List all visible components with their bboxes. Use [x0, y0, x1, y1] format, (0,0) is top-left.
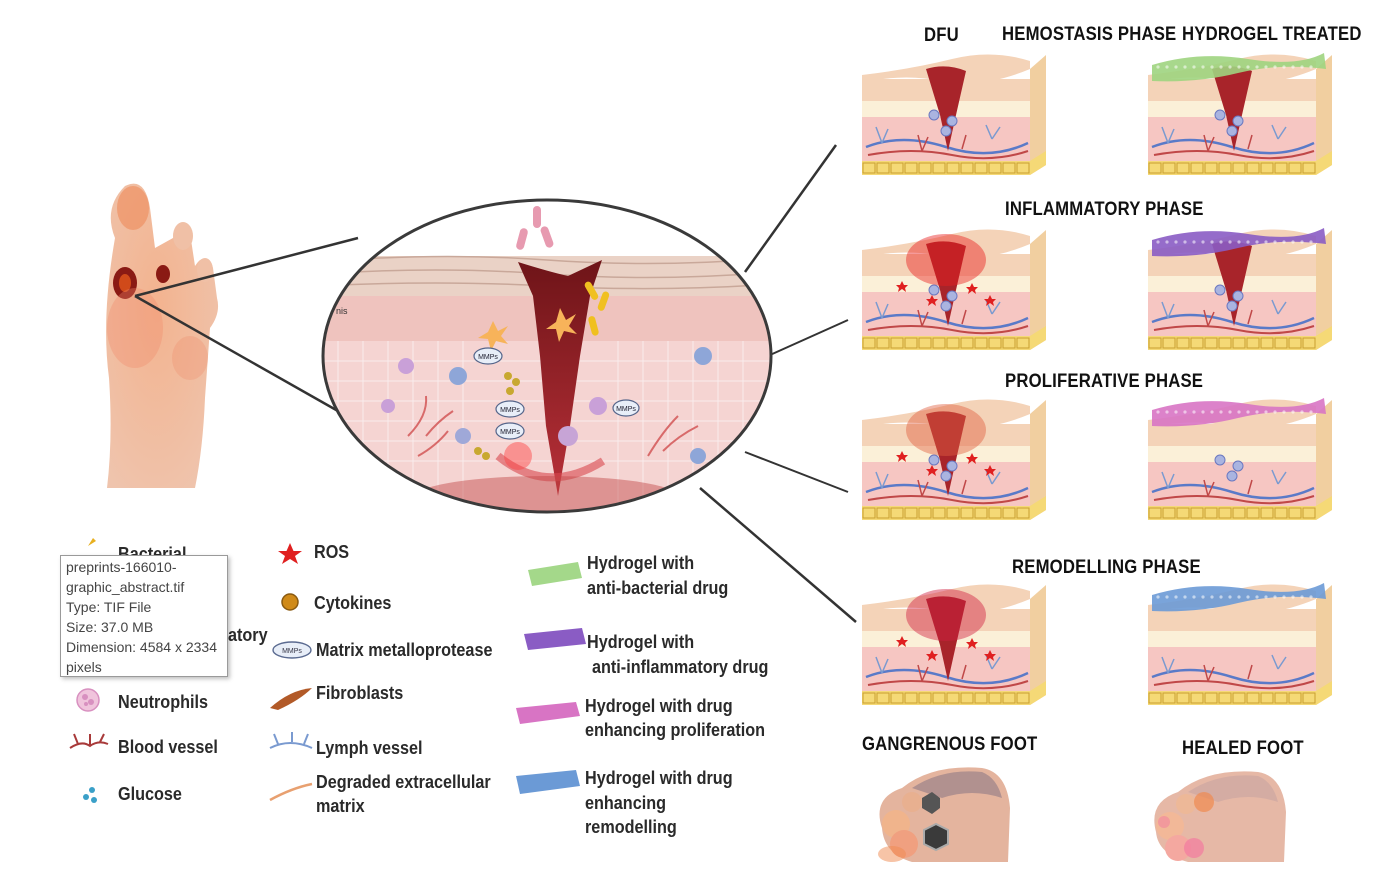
- magnified-wound-circle: MMPs MMPs MMPs MMPs nis: [321, 198, 773, 514]
- legend-hg-prolif-1: Hydrogel with drug: [585, 696, 733, 716]
- legend-ros: ROS: [314, 542, 350, 562]
- legend-hg-remod-3: remodelling: [585, 817, 677, 837]
- skin-block-proliferative-treated: [1148, 398, 1332, 520]
- svg-text:MMPs: MMPs: [616, 406, 636, 413]
- wound-cleft: [518, 260, 602, 496]
- bacteria-cluster: [516, 206, 610, 336]
- degraded-ecm-icon: [269, 782, 313, 802]
- tooltip-line-5: Dimension: 4584 x 2334: [66, 639, 217, 655]
- svg-text:MMPs: MMPs: [478, 354, 498, 361]
- mmp-badges-circle: MMPs MMPs MMPs MMPs: [473, 347, 640, 440]
- legend-inflammatory-partial: atory: [228, 625, 268, 645]
- ros-star-icon: [278, 543, 302, 564]
- blood-vessel-icon: [69, 733, 109, 749]
- healed-spot-2: [1184, 838, 1204, 858]
- legend-mmp: Matrix metalloprotease: [316, 640, 493, 660]
- hydrogel-remodelling-icon: [516, 770, 580, 794]
- bacterial-icon: [88, 538, 96, 546]
- cytokine-icon: [281, 593, 299, 611]
- legend-ecm-line1: Degraded extracellular: [316, 772, 491, 792]
- hydrogel-proliferation-icon: [516, 702, 580, 724]
- skin-block-remodelling-untreated: [862, 584, 1046, 705]
- legend-lymph-vessel: Lymph vessel: [316, 738, 423, 758]
- legend-hg-antibac-2: anti-bacterial drug: [587, 578, 729, 598]
- svg-text:MMPs: MMPs: [500, 407, 520, 414]
- legend-neutrophils: Neutrophils: [118, 692, 209, 712]
- file-info-tooltip: preprints-166010- graphic_abstract.tif T…: [60, 555, 228, 677]
- tooltip-line-4: Size: 37.0 MB: [66, 619, 154, 635]
- skin-block-remodelling-treated: [1148, 583, 1332, 705]
- legend-cytokines: Cytokines: [314, 593, 392, 613]
- title-inflammatory: INFLAMMATORY PHASE: [1005, 199, 1204, 220]
- skin-block-hemostasis-treated: [1148, 53, 1332, 175]
- glucose-icon: [83, 787, 97, 803]
- fibroblast-icon: [270, 688, 312, 710]
- title-gangrenous-foot: GANGRENOUS FOOT: [862, 734, 1038, 755]
- wound-ulcer-2: [156, 265, 170, 283]
- tooltip-line-3: Type: TIF File: [66, 599, 152, 615]
- legend-hg-remod-1: Hydrogel with drug: [585, 768, 733, 788]
- title-remodelling: REMODELLING PHASE: [1012, 557, 1201, 578]
- hydrogel-antiinflammatory-icon: [524, 628, 586, 650]
- cytokine-dots: [474, 372, 520, 460]
- toe-redness: [117, 186, 149, 230]
- title-dfu: DFU: [924, 25, 959, 46]
- tooltip-line-1: preprints-166010-: [66, 559, 177, 575]
- skin-block-proliferative-untreated: [862, 399, 1046, 520]
- tooltip-line-2: graphic_abstract.tif: [66, 579, 185, 595]
- legend-hg-antibac-1: Hydrogel with: [587, 553, 695, 573]
- skin-block-inflammatory-untreated: [862, 229, 1046, 350]
- svg-text:MMPs: MMPs: [282, 648, 302, 655]
- healed-foot-illustration: [1154, 771, 1286, 862]
- title-hydrogel-treated: HYDROGEL TREATED: [1182, 24, 1362, 45]
- title-proliferative: PROLIFERATIVE PHASE: [1005, 371, 1204, 392]
- hydrogel-antibacterial-icon: [528, 562, 582, 586]
- svg-text:nis: nis: [336, 306, 348, 316]
- neutrophil-icon: [76, 688, 100, 712]
- healed-spot-1: [1194, 792, 1214, 812]
- skin-block-dfu: [862, 54, 1046, 175]
- legend-glucose: Glucose: [118, 784, 182, 804]
- mmp-icon: [272, 641, 312, 659]
- gangrenous-foot-illustration: [878, 767, 1010, 862]
- skin-block-inflammatory-treated: [1148, 228, 1332, 350]
- tooltip-line-6: pixels: [66, 659, 102, 675]
- foot-illustration: [106, 183, 219, 488]
- legend-hg-prolif-2: enhancing proliferation: [585, 720, 766, 740]
- legend-hg-remod-2: enhancing: [585, 793, 667, 813]
- legend-hg-antiinf-1: Hydrogel with: [587, 632, 695, 652]
- immune-cells: [381, 347, 712, 464]
- gangrene-patch-1: [922, 792, 940, 814]
- title-healed-foot: HEALED FOOT: [1182, 738, 1304, 759]
- legend-ecm-line2: matrix: [316, 796, 365, 816]
- legend-fibroblasts: Fibroblasts: [316, 683, 404, 703]
- gangrene-patch-2: [923, 822, 949, 852]
- title-hemostasis: HEMOSTASIS PHASE: [1002, 24, 1177, 45]
- legend-hg-antiinf-2: anti-inflammatory drug: [592, 657, 769, 677]
- svg-text:MMPs: MMPs: [500, 429, 520, 436]
- lymph-vessel-icon: [269, 732, 313, 749]
- legend-blood-vessel: Blood vessel: [118, 737, 218, 757]
